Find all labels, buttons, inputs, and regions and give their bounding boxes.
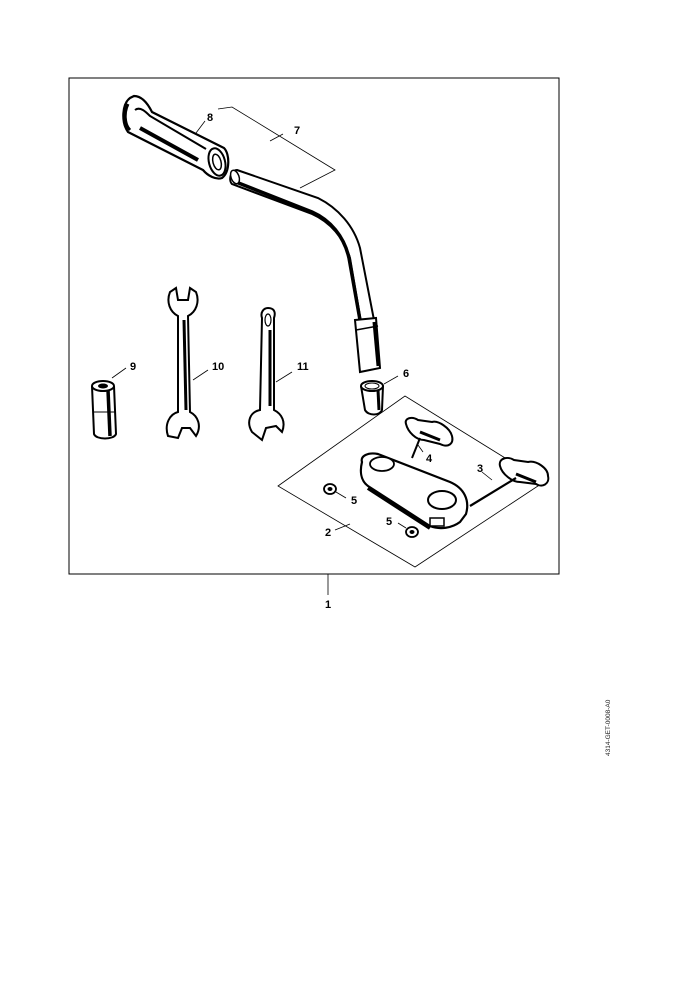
kit-frame <box>68 77 560 575</box>
part-9-socket <box>91 380 118 440</box>
callout-7: 7 <box>294 125 300 137</box>
part-4-wing-screw <box>404 416 454 459</box>
callout-2: 2 <box>325 527 331 539</box>
part-3-wing-screw <box>469 457 550 507</box>
document-code-text: 4314-GET-0008-A0 <box>605 699 612 756</box>
part-10-wrench <box>165 286 200 440</box>
callout-8: 8 <box>207 112 213 124</box>
leader-11 <box>275 371 293 383</box>
leader-5b <box>397 522 407 529</box>
leader-3 <box>481 471 493 481</box>
leader-10 <box>192 369 209 381</box>
leader-9 <box>111 367 127 379</box>
leader-7 <box>217 106 336 189</box>
leader-6 <box>383 375 399 385</box>
callout-5a: 5 <box>351 495 357 507</box>
leader-4 <box>417 444 424 453</box>
leader-2 <box>334 523 351 531</box>
callout-1: 1 <box>325 599 331 611</box>
callout-10: 10 <box>212 361 224 373</box>
callout-11: 11 <box>297 361 309 373</box>
part-7-bent-tube <box>229 168 382 374</box>
callout-9: 9 <box>130 361 136 373</box>
leader-5a <box>335 491 347 499</box>
part-11-wrench <box>248 306 285 442</box>
part-6-sleeve <box>360 380 384 416</box>
leader-8 <box>195 120 206 134</box>
callout-4: 4 <box>426 453 433 465</box>
part-2-clamp <box>359 452 469 530</box>
callout-5b: 5 <box>386 516 392 528</box>
callout-3: 3 <box>477 463 483 475</box>
document-code: 4314-GET-0008-A0 <box>605 699 612 756</box>
part-5-nut-a <box>323 483 337 495</box>
part-5-nut-b <box>405 526 419 538</box>
part-8-handle-grip <box>122 94 230 180</box>
callout-6: 6 <box>403 368 409 380</box>
